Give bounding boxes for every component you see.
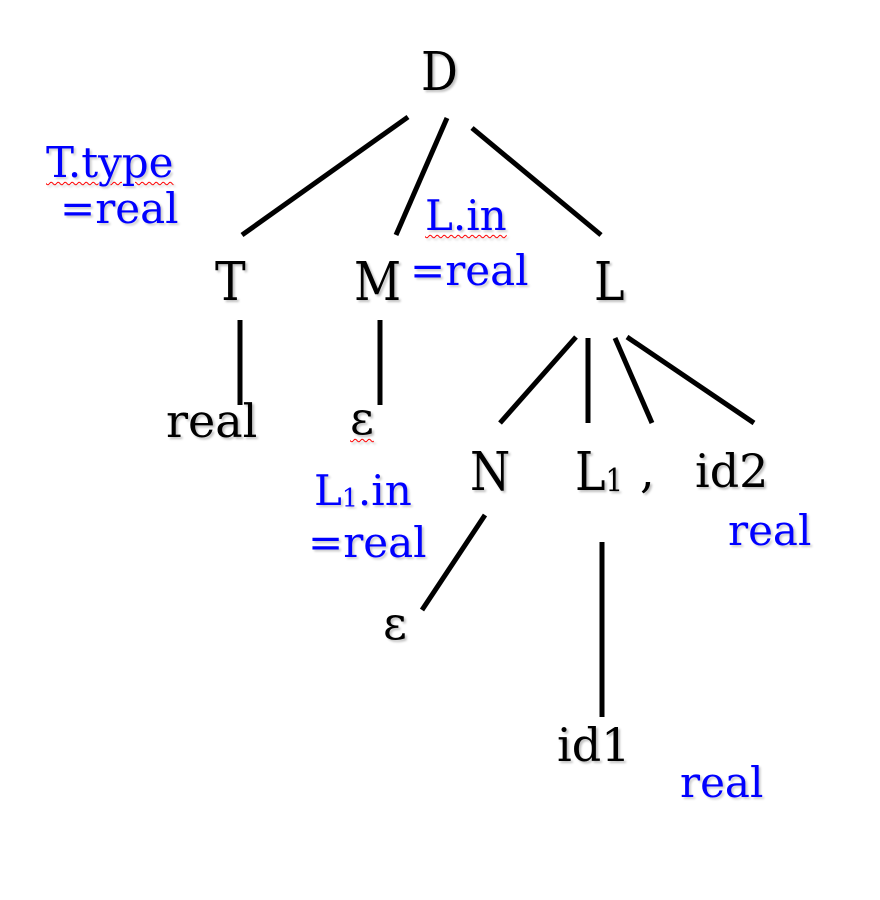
epsilon-symbol: ε: [350, 391, 374, 445]
annotation-l1-letter: L: [314, 466, 342, 515]
annotation-l-in: L.in: [425, 195, 507, 237]
node-t: T: [215, 250, 246, 313]
edge-n-epsilon: [419, 513, 488, 612]
edge-d-m: [393, 117, 450, 236]
annotation-t-type-value: =real: [60, 184, 179, 233]
annotation-l1-rest: .in: [357, 466, 412, 515]
node-id1: id1: [557, 718, 631, 772]
annotation-t-type: T.type: [46, 142, 174, 184]
l1-subscript: 1: [605, 461, 624, 500]
node-n: N: [470, 440, 511, 503]
node-d: D: [421, 40, 458, 103]
edge-d-t: [240, 114, 410, 238]
edge-d-l: [470, 126, 603, 237]
node-comma: ,: [640, 444, 655, 498]
edge-l-comma: [612, 337, 655, 424]
annotation-l1-subscript: 1: [341, 483, 358, 513]
edge-l-id2: [625, 334, 756, 426]
annotation-id2-type: real: [728, 506, 812, 555]
node-epsilon-n: ε: [383, 596, 407, 650]
node-l1: L1: [575, 445, 623, 498]
annotation-l-in-value: =real: [410, 246, 529, 295]
node-epsilon-m: ε: [350, 395, 374, 441]
node-real-leaf: real: [166, 394, 258, 448]
edge-l-n: [498, 335, 578, 425]
annotation-id1-type: real: [680, 758, 764, 807]
node-m: M: [354, 250, 402, 313]
annotation-l1-in-value: =real: [308, 518, 427, 567]
annotation-t-type-line1: T.type: [46, 138, 174, 187]
node-id2: id2: [695, 444, 769, 498]
node-l: L: [594, 250, 625, 313]
annotation-l-in-line1: L.in: [425, 191, 507, 240]
annotation-l1-in: L1.in: [314, 470, 412, 512]
l1-letter: L: [575, 440, 606, 503]
